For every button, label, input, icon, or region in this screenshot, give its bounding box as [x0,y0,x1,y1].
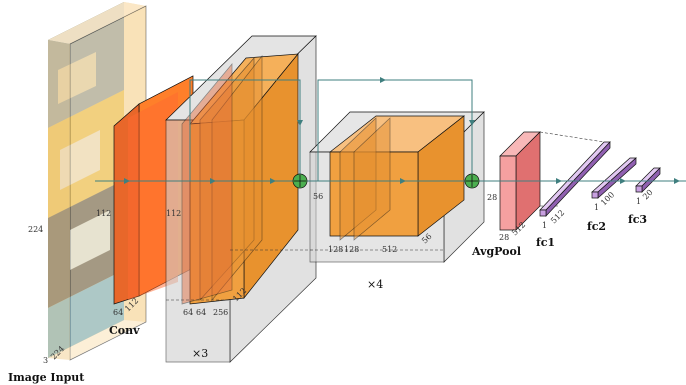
fc2-caption: fc2 [587,220,606,233]
avgpool-layer [499,131,605,231]
arrow-head [556,178,562,184]
arrow-head [124,178,130,184]
input-height-label: 224 [28,225,43,234]
arrow-head [297,120,303,126]
fc1-caption: fc1 [536,236,555,249]
fc1-c-label: 1 [542,221,547,230]
block1-c3-label: 256 [213,308,228,317]
block2-height-label: 56 [313,192,323,201]
sum-node [464,173,480,189]
arrow-head [270,178,276,184]
arrow-head [210,178,216,184]
residual-block-2 [309,111,485,263]
fc2-c-label: 1 [594,203,599,212]
arrow-head [469,120,475,126]
block2-c1-label: 128 [328,245,343,254]
block1-repeat-caption: ×3 [192,347,208,360]
block1-c1-label: 64 [183,308,193,317]
flow-connections [95,77,686,189]
arrow-head [674,178,680,184]
layer-captions: Image Input Conv ×3 ×4 AvgPool fc1 fc2 f… [8,213,647,384]
conv-height-label: 112 [96,209,111,218]
block1-height-label: 112 [166,209,181,218]
avgpool-caption: AvgPool [471,245,521,258]
conv-caption: Conv [109,324,140,337]
block2-c2-label: 128 [344,245,359,254]
input-channels-label: 3 [43,356,48,365]
fc1-layer [539,141,611,217]
conv-channels-label: 64 [113,308,123,317]
pool-width-label: 28 [499,233,509,242]
sum-node [292,173,308,189]
block2-c3-label: 512 [382,245,397,254]
image-input-caption: Image Input [8,371,85,384]
pool-height-label: 28 [487,193,497,202]
arrow-head [400,178,406,184]
fc2-layer [591,157,637,199]
block1-c2-label: 64 [196,308,206,317]
block2-repeat-caption: ×4 [367,278,383,291]
fc3-c-label: 1 [636,197,641,206]
fc1-n-label: 512 [549,208,566,225]
arrow-head [620,178,626,184]
fc3-caption: fc3 [628,213,647,226]
